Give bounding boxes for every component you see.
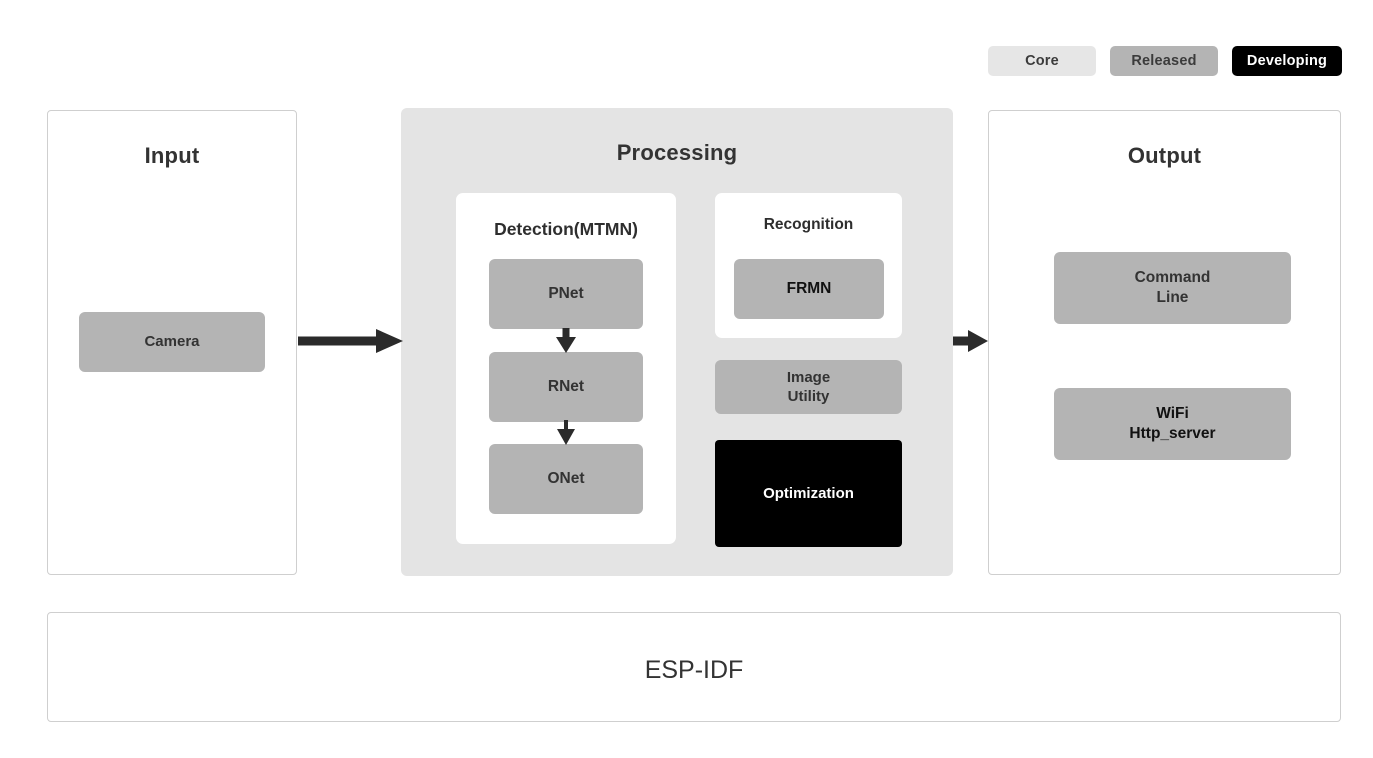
card-recognition-title: Recognition [763,216,854,233]
panel-processing-title: Processing [616,140,738,165]
block-onet: ONet [489,444,643,514]
block-wifi-http-server-label: WiFi Http_server [1129,405,1216,442]
legend-chip-released: Released [1110,46,1218,76]
block-image-utility-label: Image Utility [786,368,831,405]
block-pnet-label: PNet [548,285,584,303]
block-frmn: FRMN [734,259,884,319]
block-optimization-label: Optimization [763,484,854,502]
block-frmn-label: FRMN [786,280,832,298]
block-pnet: PNet [489,259,643,329]
block-command-line-label: Command Line [1134,269,1211,306]
arrow-input-to-processing-icon [298,329,403,353]
legend-chip-core-label: Core [1025,53,1059,69]
legend: Core Released Developing [988,46,1342,76]
legend-chip-core: Core [988,46,1096,76]
block-onet-label: ONet [547,470,585,488]
block-camera: Camera [79,312,265,372]
arrow-processing-to-output-icon [953,330,988,352]
panel-esp-idf: ESP-IDF [47,612,1341,722]
panel-esp-idf-title: ESP-IDF [644,656,744,684]
block-command-line: Command Line [1054,252,1291,324]
panel-input-title: Input [144,143,200,168]
panel-output: Output [988,110,1341,575]
block-image-utility: Image Utility [715,360,902,414]
block-optimization: Optimization [715,440,902,547]
block-wifi-http-server: WiFi Http_server [1054,388,1291,460]
arrow-pnet-to-rnet-icon [556,328,576,353]
block-rnet: RNet [489,352,643,422]
legend-chip-released-label: Released [1131,53,1197,69]
card-detection-title: Detection(MTMN) [494,219,638,239]
panel-output-title: Output [1127,143,1202,168]
legend-chip-developing: Developing [1232,46,1342,76]
legend-chip-developing-label: Developing [1246,53,1328,69]
block-camera-label: Camera [144,333,200,351]
block-rnet-label: RNet [547,378,585,396]
arrow-rnet-to-onet-icon [557,420,575,445]
